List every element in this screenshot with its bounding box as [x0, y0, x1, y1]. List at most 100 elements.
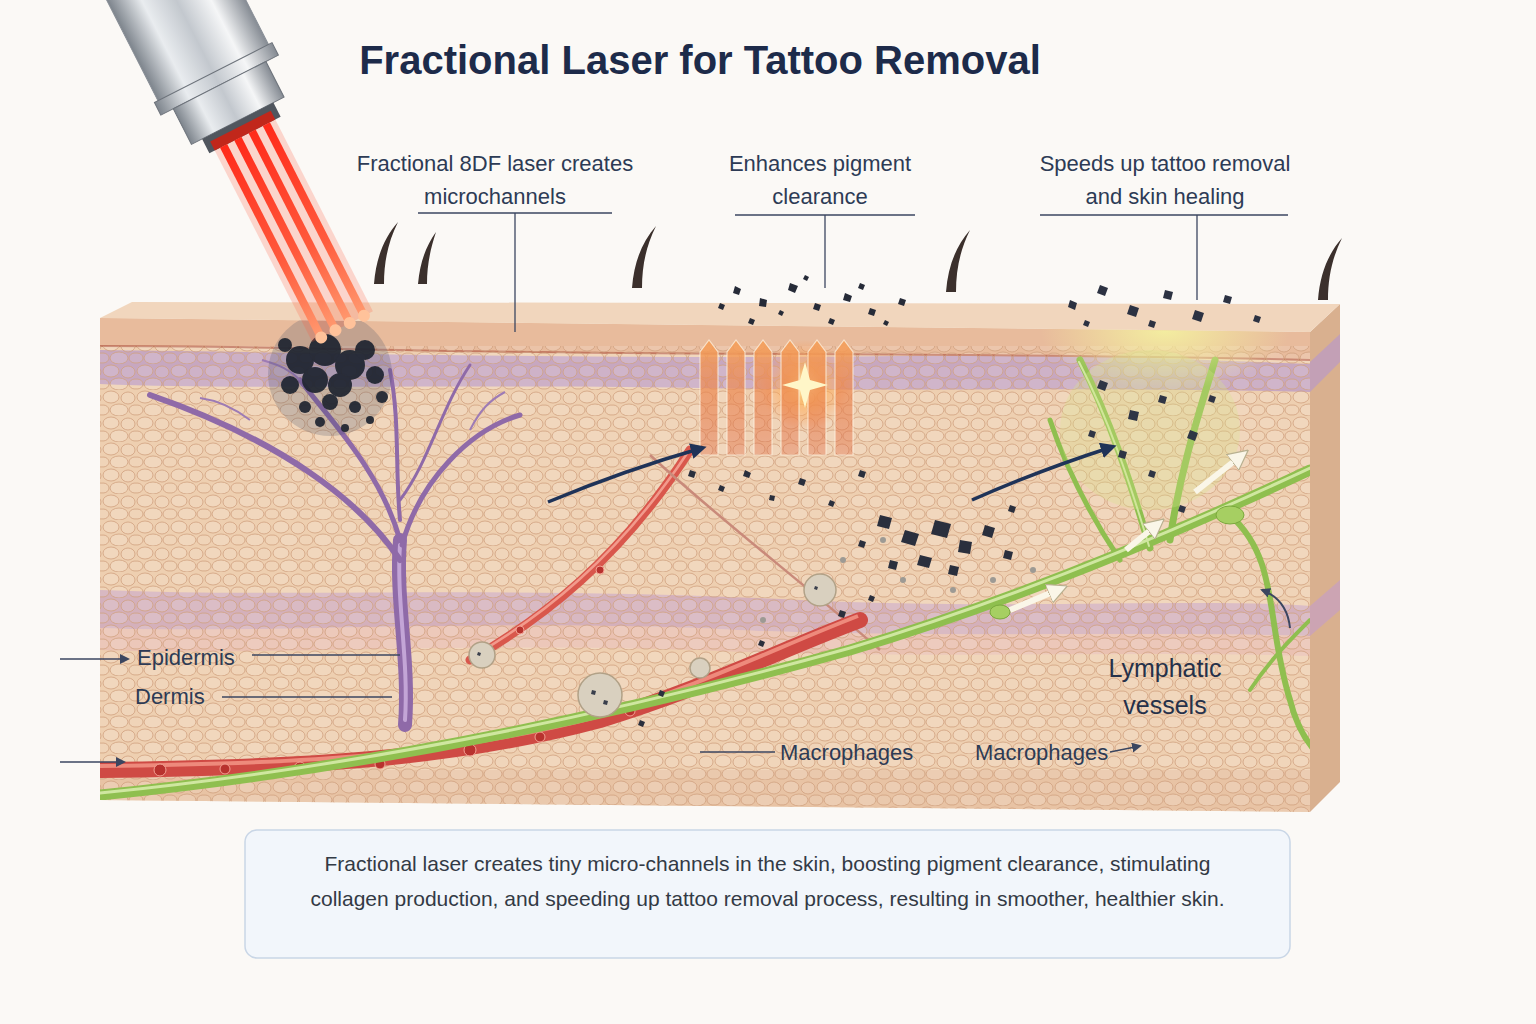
caption-text: Fractional laser creates tiny micro-chan… [290, 846, 1245, 916]
side-band [1310, 334, 1340, 392]
red-blood-cell [596, 566, 604, 574]
lymph-highlight [100, 468, 1310, 793]
engulfed-pigment [477, 586, 818, 705]
microchannel [727, 340, 745, 455]
skin-side-face [1310, 304, 1340, 812]
beam-tips [313, 308, 372, 346]
hair [1318, 238, 1342, 300]
released-pigment [718, 275, 906, 326]
callout-label: Lymphatic vessels [1075, 650, 1255, 724]
leader-line [252, 654, 400, 655]
tattoo-ink [278, 334, 388, 432]
side-band [1310, 580, 1340, 636]
ink-shadow [268, 312, 392, 436]
pigment-fragments [638, 470, 1016, 727]
red-blood-cell [535, 732, 545, 742]
nerve-branch [390, 370, 400, 520]
nerve-trunk [399, 540, 406, 725]
lymph-node [990, 605, 1010, 619]
ink-particle [299, 401, 311, 413]
ink-particle [366, 366, 384, 384]
flow-arrow [972, 447, 1112, 500]
clearance-arrow [1010, 589, 1060, 610]
leader-line [514, 213, 515, 332]
nerve-branch [400, 365, 470, 500]
cell-debris [760, 537, 1036, 623]
nerve-highlight [399, 545, 406, 720]
macrophage [469, 642, 495, 668]
pointer-arrow [1110, 746, 1140, 752]
microchannels [700, 340, 853, 455]
macrophage [690, 658, 710, 678]
callout-label: Macrophages [975, 738, 1108, 768]
ink-particle [349, 401, 361, 413]
blood-vessel [470, 450, 690, 660]
microchannel [754, 340, 772, 455]
callout-label: Dermis [135, 682, 205, 712]
macrophage [578, 673, 622, 717]
beam-tip [356, 308, 372, 324]
healing-haze [1060, 350, 1240, 510]
beam-tip [313, 329, 329, 345]
beam-glow [224, 124, 364, 337]
laser-handpiece [59, 0, 404, 362]
ink-particle [315, 417, 325, 427]
flow-arrow [548, 448, 702, 502]
callout-label: Fractional 8DF laser creates microchanne… [330, 147, 660, 213]
microchannel [781, 340, 799, 455]
vessel-highlight [470, 452, 688, 658]
released-pigment [1068, 285, 1261, 328]
nerve-branch [402, 415, 520, 545]
laser-beam [266, 124, 364, 316]
red-blood-cells [154, 566, 635, 776]
lymph-vessel [1230, 515, 1340, 770]
ink-particle [322, 394, 338, 410]
blood-vessel [100, 620, 860, 770]
hair [946, 230, 970, 292]
leader-line [1196, 215, 1197, 300]
lymph-vessel [1250, 620, 1310, 690]
caption-box [245, 830, 1290, 958]
pointer-arrow [1262, 590, 1290, 628]
callout-label: Macrophages [780, 738, 913, 768]
microchannel [808, 340, 826, 455]
diagram-title: Fractional Laser for Tattoo Removal [300, 36, 1100, 84]
pointer-arrow [60, 761, 124, 762]
hair [418, 232, 436, 284]
ink-particle [366, 416, 374, 424]
pointer-arrow [60, 658, 128, 659]
leader-line [700, 751, 775, 752]
skin-layers [100, 270, 1340, 820]
callout-label: Speeds up tattoo removal and skin healin… [1025, 147, 1305, 213]
red-blood-cell [516, 626, 524, 634]
callout-label: Epidermis [137, 643, 235, 673]
clearance-arrow [1195, 455, 1242, 492]
leader-line [1040, 214, 1288, 215]
ink-particle [328, 373, 352, 397]
microchannel [835, 340, 853, 455]
ink-particle [278, 338, 292, 352]
sparkle [782, 362, 828, 408]
ink-particle [355, 340, 375, 360]
callout-label: Enhances pigment clearance [710, 147, 930, 213]
leader-line [824, 215, 825, 288]
laser-beam [252, 131, 350, 323]
red-blood-cell [154, 764, 166, 776]
lymph-vessel [100, 470, 1310, 795]
leader-lines [60, 213, 1288, 762]
ink-particle [281, 376, 299, 394]
clearance-arrow [1126, 524, 1158, 550]
lymph-node [1216, 506, 1244, 524]
ink-particle [341, 424, 349, 432]
microchannel [700, 340, 718, 455]
beam-tip [327, 322, 343, 338]
red-blood-cell [220, 764, 230, 774]
beam-tip [342, 315, 358, 331]
leader-line [222, 696, 392, 697]
macrophage [804, 574, 836, 606]
hair [374, 222, 398, 284]
hair [632, 226, 656, 288]
